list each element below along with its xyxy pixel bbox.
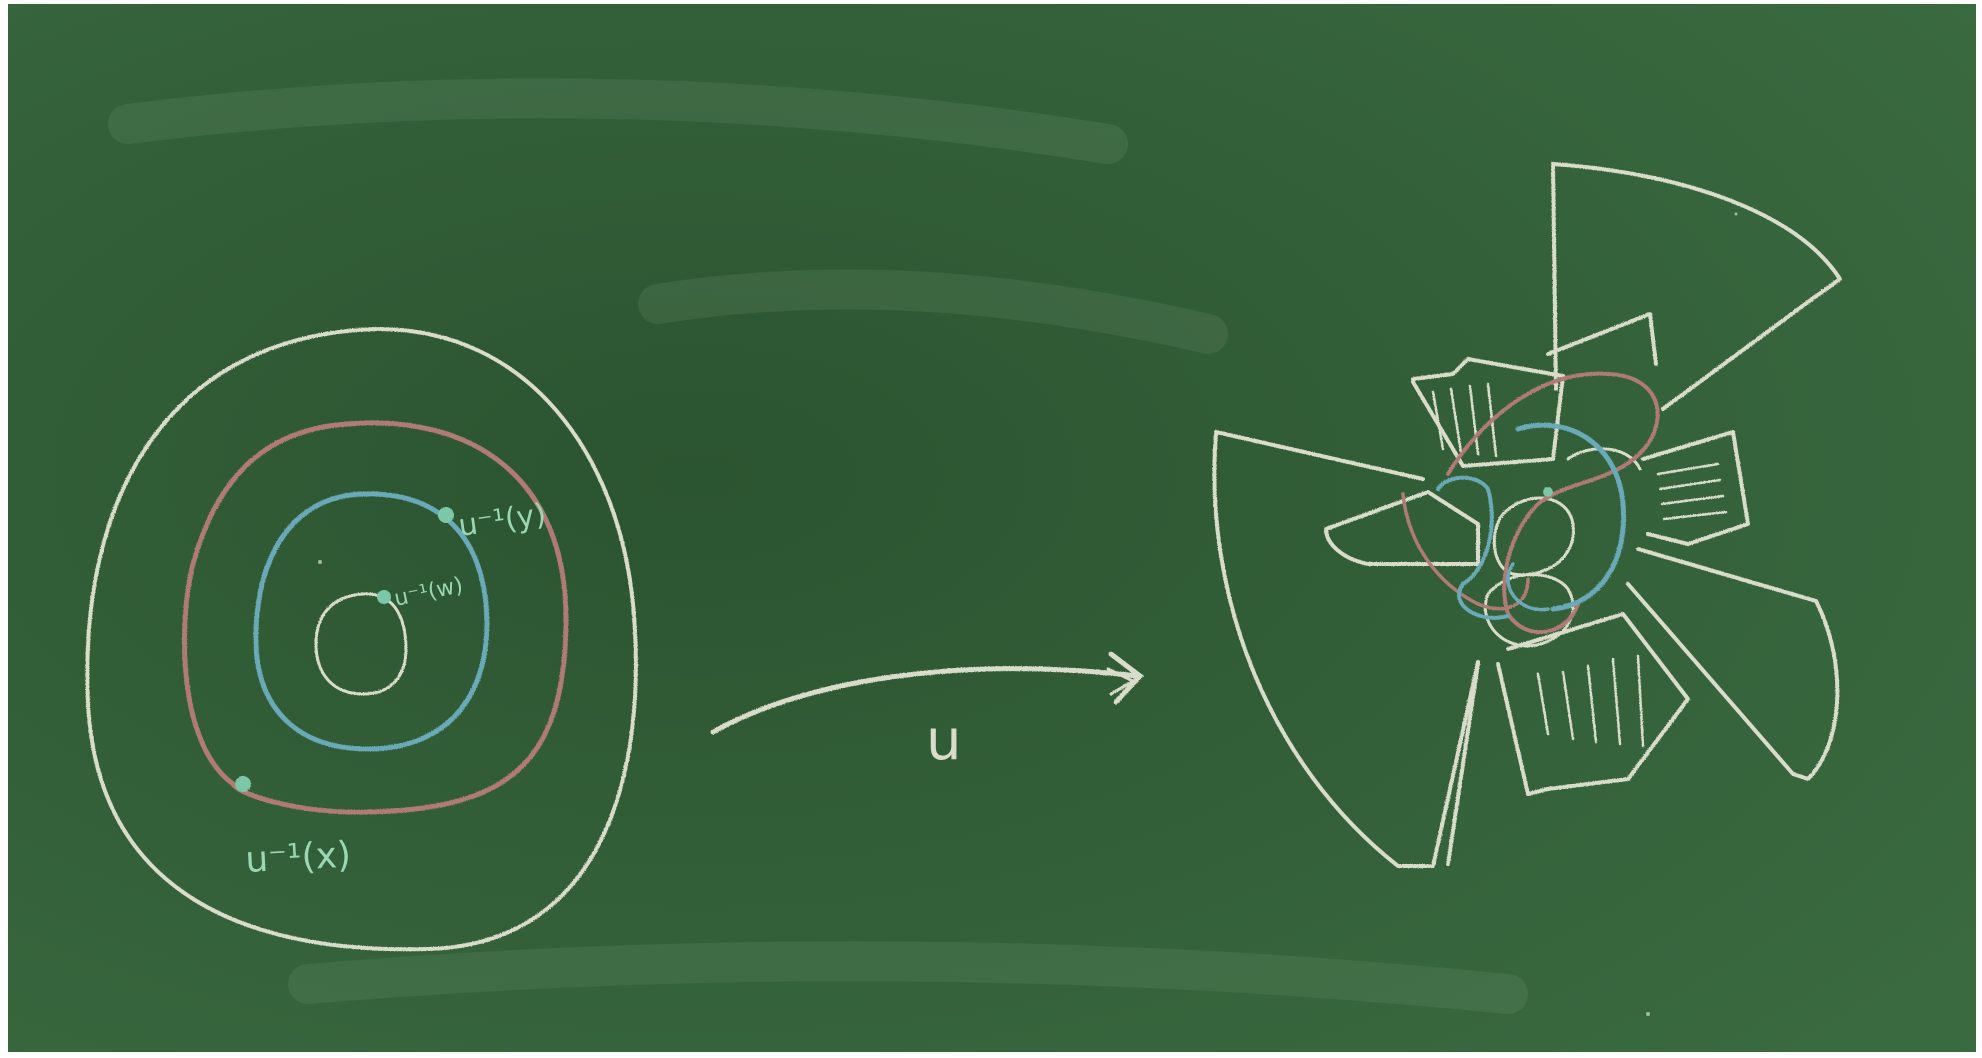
point-x-dot (235, 776, 251, 792)
point-y-dot (438, 507, 454, 523)
chalkboard: u⁻¹(y) u⁻¹(w) u⁻¹(x) u (8, 4, 1976, 1052)
image-point-dot (1543, 487, 1553, 497)
board-surface (8, 4, 1976, 1052)
label-point-x: u⁻¹(x) (244, 835, 352, 881)
point-w-dot (377, 590, 391, 604)
map-label: u (926, 708, 962, 773)
